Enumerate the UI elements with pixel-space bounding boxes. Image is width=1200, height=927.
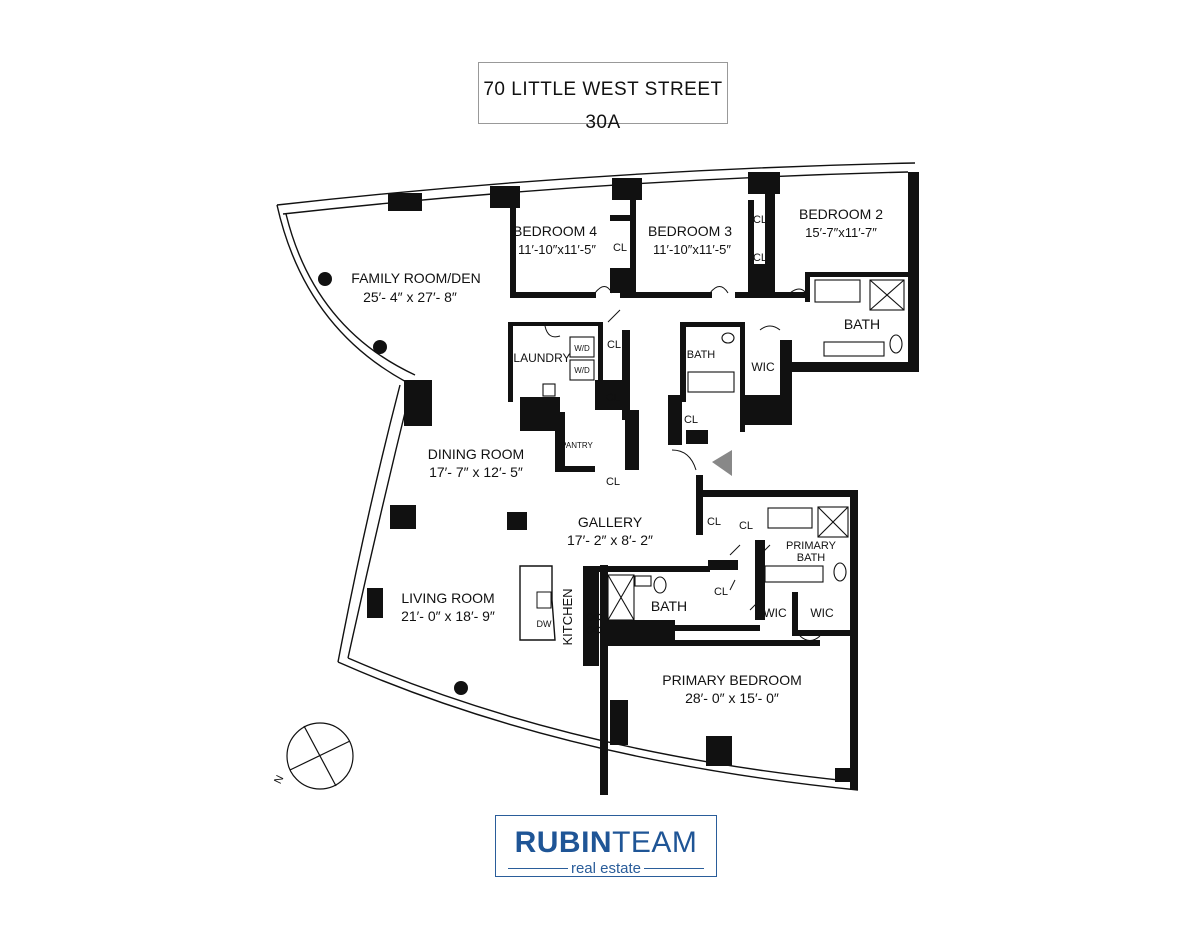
bedroom4-label: BEDROOM 4 [513,223,597,239]
walls [367,172,919,795]
address-title: 70 LITTLE WEST STREET [483,79,723,100]
cl-label-10: CL [714,586,728,598]
primary-bath-label-1: PRIMARY [786,540,837,552]
logo-line-right [644,868,704,869]
gallery-dims: 17′- 2″ x 8′- 2″ [567,532,653,548]
divider-right [636,123,728,124]
family-room-label: FAMILY ROOM/DEN [351,270,480,286]
columns [318,272,468,695]
kitchen-label: KITCHEN [560,588,575,645]
curtain-wall [276,162,916,791]
cl-label-9: CL [739,520,753,532]
logo-line-left [508,868,568,869]
bath-label-hall: BATH [687,349,716,361]
laundry-label: LAUNDRY [513,351,570,365]
bedroom4-dims: 11′-10″x11′-5″ [518,242,596,257]
cl-label-1: CL [613,242,627,254]
bedroom3-dims: 11′-10″x11′-5″ [653,242,731,257]
cl-label-2: CL [753,214,767,226]
logo-tagline: real estate [570,860,642,877]
bath-label-kitchen: BATH [651,598,687,614]
cl-label-4: CL [607,339,621,351]
living-room-label: LIVING ROOM [401,590,494,606]
living-room-dims: 21′- 0″ x 18′- 9″ [401,608,495,624]
dining-room-dims: 17′- 7″ x 12′- 5″ [429,464,523,480]
pantry-label: PANTRY [561,441,593,450]
compass-icon [286,722,354,790]
cl-label-8: CL [707,516,721,528]
door-swings [544,286,821,641]
wd-label-2: W/D [574,366,590,375]
cl-label-7: CL [606,476,620,488]
primary-bath-label-2: BATH [797,552,826,564]
bath-label-bed2: BATH [844,316,880,332]
wic-label-1: WIC [751,360,775,374]
logo-brand: RUBINTEAM [496,826,716,860]
fixtures [542,279,905,634]
dw-label: DW [537,619,552,629]
wd-label-1: W/D [574,344,590,353]
logo-brand-bold: RUBIN [514,826,613,859]
cl-label-3: CL [753,252,767,264]
unit-number: 30A [585,112,621,133]
bedroom2-label: BEDROOM 2 [799,206,883,222]
cl-label-6: CL [684,414,698,426]
logo-brand-light: TEAM [612,826,698,859]
wic-label-3: WIC [810,606,834,620]
divider-left [478,123,570,124]
wic-label-2: WIC [763,606,787,620]
cl-label-5: CL [606,392,620,404]
address-box: 70 LITTLE WEST STREET [478,62,728,124]
bedroom2-dims: 15′-7″x11′-7″ [805,225,877,240]
unit-row: 30A [478,110,728,136]
kitchen-island [519,565,556,641]
primary-bedroom-label: PRIMARY BEDROOM [662,672,802,688]
rubin-team-logo: RUBINTEAM real estate [495,815,717,877]
bedroom3-label: BEDROOM 3 [648,223,732,239]
north-label: N [272,773,286,785]
entry-arrow-icon [712,450,732,476]
family-room-dims: 25′- 4″ x 27′- 8″ [363,289,457,305]
gallery-label: GALLERY [578,514,643,530]
dining-room-label: DINING ROOM [428,446,524,462]
primary-bedroom-dims: 28′- 0″ x 15′- 0″ [685,690,779,706]
